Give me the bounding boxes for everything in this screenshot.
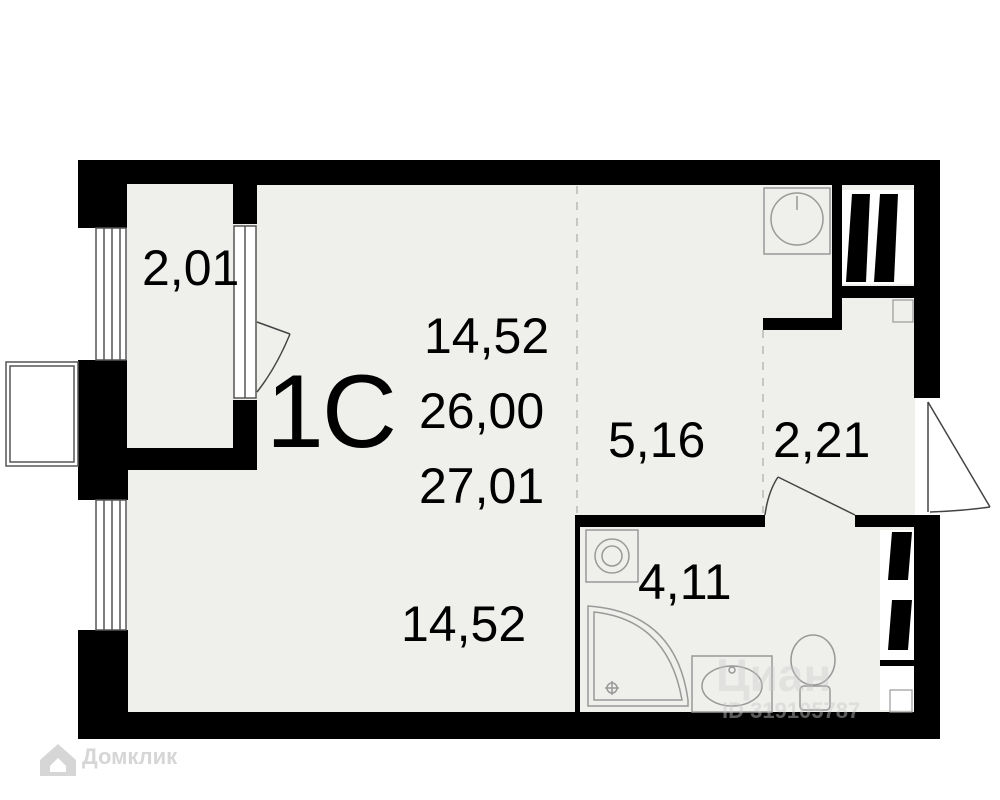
living-area-summary: 14,52 <box>424 308 550 364</box>
balcony-floor <box>127 184 233 448</box>
ventilation-shafts <box>842 190 914 710</box>
hallway-area-label: 2,21 <box>773 412 871 468</box>
balcony-box <box>5 361 79 467</box>
bathroom-walls <box>575 515 915 713</box>
apartment-type-label: 1С <box>266 354 397 470</box>
window-bottom <box>95 499 127 631</box>
bathroom-door <box>764 476 856 516</box>
domclick-watermark: Домклик <box>82 744 178 769</box>
sink-icon <box>691 655 773 713</box>
listing-id-watermark: ID 319105787 <box>722 698 861 723</box>
shower-icon <box>587 605 689 707</box>
balcony-door <box>256 321 291 393</box>
washing-machine-icon <box>585 529 639 583</box>
entrance-door <box>927 401 991 513</box>
toilet-icon <box>790 634 836 711</box>
balcony-walls <box>127 184 257 470</box>
bathroom-area-label: 4,11 <box>638 554 732 610</box>
cian-watermark: Циан <box>716 649 832 701</box>
outer-walls <box>78 160 940 739</box>
hall-cabinet-icon <box>889 299 914 713</box>
stove-icon <box>763 187 831 255</box>
total-with-balcony-summary: 27,01 <box>419 458 545 514</box>
window-top <box>95 227 127 361</box>
kitchen-area-label: 5,16 <box>608 412 706 468</box>
hall-walls <box>763 184 914 330</box>
total-area-summary: 26,00 <box>419 383 545 439</box>
balcony-glazing <box>233 225 257 399</box>
living-room-area-label: 14,52 <box>401 596 527 652</box>
domclick-logo-icon <box>40 744 76 776</box>
balcony-area-label: 2,01 <box>142 240 240 296</box>
zone-dividers <box>576 186 764 513</box>
apartment-floor <box>127 184 915 714</box>
